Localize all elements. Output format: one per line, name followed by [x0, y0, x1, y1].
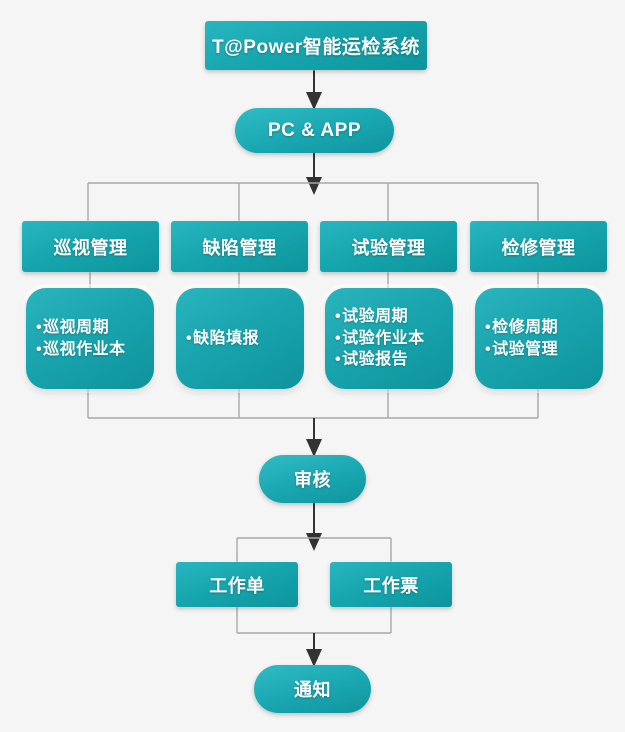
node-review[interactable]: 审核 — [259, 455, 366, 503]
node-label: 巡视管理 — [53, 237, 128, 258]
bullet-list: 检修周期试验管理 — [485, 317, 593, 361]
card-maintenance-details[interactable]: 检修周期试验管理 — [475, 288, 603, 389]
node-label: 工作票 — [363, 575, 419, 596]
node-inspection-management[interactable]: 巡视管理 — [22, 221, 159, 272]
node-notification[interactable]: 通知 — [254, 665, 371, 713]
node-label: 工作单 — [209, 575, 265, 596]
bullet-list: 缺陷填报 — [186, 328, 294, 350]
node-maintenance-management[interactable]: 检修管理 — [470, 221, 607, 272]
bullet-list: 试验周期试验作业本试验报告 — [335, 306, 443, 371]
node-defect-management[interactable]: 缺陷管理 — [171, 221, 308, 272]
node-system-title[interactable]: T@Power智能运检系统 — [205, 21, 427, 70]
card-test-details[interactable]: 试验周期试验作业本试验报告 — [325, 288, 453, 389]
bullet-item: 试验报告 — [335, 349, 443, 371]
bullet-item: 试验作业本 — [335, 328, 443, 350]
card-inspection-details[interactable]: 巡视周期巡视作业本 — [26, 288, 154, 389]
bullet-item: 巡视作业本 — [36, 339, 144, 361]
node-label: 审核 — [294, 470, 331, 490]
bullet-item: 试验管理 — [485, 339, 593, 361]
node-work-permit[interactable]: 工作票 — [330, 562, 452, 607]
bullet-item: 缺陷填报 — [186, 328, 294, 350]
node-label: 试验管理 — [351, 237, 426, 258]
bullet-item: 巡视周期 — [36, 317, 144, 339]
node-label: PC & APP — [267, 119, 362, 141]
node-label: 检修管理 — [501, 237, 576, 258]
node-label: 缺陷管理 — [202, 237, 277, 258]
node-test-management[interactable]: 试验管理 — [320, 221, 457, 272]
card-defect-details[interactable]: 缺陷填报 — [176, 288, 304, 389]
bullet-list: 巡视周期巡视作业本 — [36, 317, 144, 361]
node-pc-app[interactable]: PC & APP — [235, 108, 394, 153]
node-label: T@Power智能运检系统 — [212, 37, 420, 58]
bullet-item: 检修周期 — [485, 317, 593, 339]
bullet-item: 试验周期 — [335, 306, 443, 328]
node-label: 通知 — [294, 680, 331, 700]
node-work-order[interactable]: 工作单 — [176, 562, 298, 607]
